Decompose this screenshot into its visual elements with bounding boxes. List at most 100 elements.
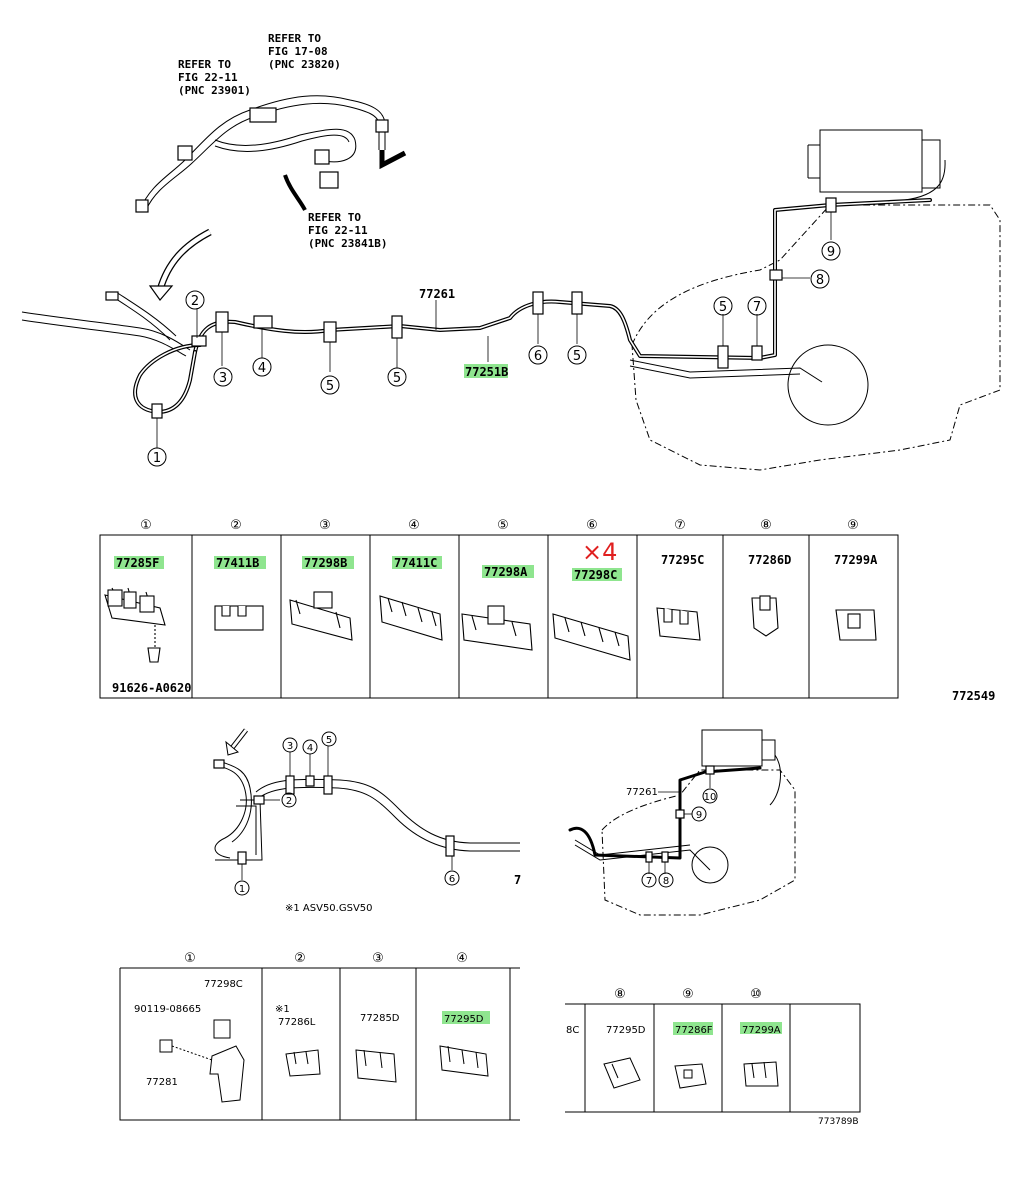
header-3: ③ xyxy=(319,518,331,533)
callout: 9 xyxy=(821,241,841,261)
header-1: ① xyxy=(184,951,196,966)
header-10: ⑩ xyxy=(750,987,762,1002)
callout: 8 xyxy=(663,876,669,887)
tube-clips xyxy=(151,197,837,419)
callout: 6 xyxy=(528,345,548,365)
variant-mark: ※1 xyxy=(275,1004,290,1015)
callout: 10 xyxy=(704,792,717,803)
ref-text: REFER TO xyxy=(268,32,321,45)
svg-text:5: 5 xyxy=(393,371,401,386)
part-77298C: 77298C xyxy=(574,568,617,582)
cut-label: 7 xyxy=(514,873,521,887)
bottom-left-diagram: 3 4 5 2 1 6 ※1 ASV50.GSV50 7 xyxy=(213,728,521,914)
header-4: ④ xyxy=(408,518,420,533)
part-77298C: 77298C xyxy=(204,979,243,990)
bottom-left-table: ① ② ③ ④ 77298C 90119-08665 77281 ※1 7728… xyxy=(119,951,520,1121)
part-77295C: 77295C xyxy=(661,553,704,567)
top-callouts: 1 2 3 4 5 5 6 5 5 7 8 9 xyxy=(147,241,841,467)
part-label-77251B: 77251B xyxy=(465,365,508,379)
bottom-right-diagram: 77261 10 9 7 8 xyxy=(568,729,796,916)
header-7: ⑦ xyxy=(674,518,686,533)
ref-fig-17-08: REFER TO FIG 17-08 (PNC 23820) xyxy=(268,32,341,71)
part-77286L: 77286L xyxy=(278,1017,316,1028)
table-headers: ① ② ③ ④ ⑤ ⑥ ⑦ ⑧ ⑨ xyxy=(140,518,859,533)
table-part-numbers: 77285F 77411B 77298B 77411C 77298A 77298… xyxy=(116,553,878,582)
callout: 4 xyxy=(307,743,313,754)
svg-text:3: 3 xyxy=(219,371,227,386)
part-77299A: 77299A xyxy=(742,1025,781,1036)
callout: 5 xyxy=(320,375,340,395)
ref-text: FIG 22-11 xyxy=(178,71,238,84)
callout: 9 xyxy=(696,810,702,821)
svg-text:9: 9 xyxy=(827,245,835,260)
callout: 1 xyxy=(147,447,167,467)
ref-text: REFER TO xyxy=(178,58,231,71)
svg-text:5: 5 xyxy=(573,349,581,364)
part-77299A: 77299A xyxy=(834,553,878,567)
header-6: ⑥ xyxy=(586,518,598,533)
tube-label-77261: 77261 xyxy=(626,787,658,798)
part-label-77261: 77261 xyxy=(419,287,455,301)
part-77286F: 77286F xyxy=(675,1025,713,1036)
part-90119-08665: 90119-08665 xyxy=(134,1004,201,1015)
figure-code-773789B: 773789B xyxy=(818,1117,859,1127)
ref-text: FIG 22-11 xyxy=(308,224,368,237)
callout: 2 xyxy=(185,290,205,310)
leaders xyxy=(156,212,832,448)
bottom-right-table: ⑧ ⑨ ⑩ 8C 77295D 77286F 77299A 773789B xyxy=(565,987,861,1127)
top-parts-table: ① ② ③ ④ ⑤ ⑥ ⑦ ⑧ ⑨ 77285F 77411B 77298B 7… xyxy=(99,518,995,703)
part-77411C: 77411C xyxy=(394,556,437,570)
svg-text:4: 4 xyxy=(258,361,266,376)
part-77295D: 77295D xyxy=(606,1025,646,1036)
bl-clip-sketches xyxy=(159,1019,489,1103)
part-77298B: 77298B xyxy=(304,556,347,570)
ref-text: (PNC 23841B) xyxy=(308,237,387,250)
callout: 3 xyxy=(287,741,293,752)
part-77285D: 77285D xyxy=(360,1013,400,1024)
bl-callouts: 3 4 5 2 1 6 xyxy=(234,731,460,896)
callout: 5 xyxy=(567,345,587,365)
callout: 5 xyxy=(387,367,407,387)
header-8: ⑧ xyxy=(760,518,772,533)
clip-sketches xyxy=(104,587,877,663)
svg-text:5: 5 xyxy=(326,379,334,394)
header-5: ⑤ xyxy=(497,518,509,533)
quantity-mark: ×4 xyxy=(582,538,617,566)
br-clip-sketches xyxy=(603,1057,779,1089)
callout: 6 xyxy=(449,874,455,885)
figure-code-772549: 772549 xyxy=(952,689,995,703)
part-77411B: 77411B xyxy=(216,556,259,570)
part-77298A: 77298A xyxy=(484,565,528,579)
part-77285F: 77285F xyxy=(116,556,159,570)
br-callouts: 10 9 7 8 xyxy=(641,788,718,888)
svg-text:5: 5 xyxy=(719,300,727,315)
part-77295D: 77295D xyxy=(444,1014,484,1025)
header-1: ① xyxy=(140,518,152,533)
callout: 5 xyxy=(326,735,332,746)
model-note: ※1 ASV50.GSV50 xyxy=(285,903,373,914)
part-77281: 77281 xyxy=(146,1077,178,1088)
header-2: ② xyxy=(230,518,242,533)
header-4: ④ xyxy=(456,951,468,966)
svg-text:6: 6 xyxy=(534,349,542,364)
ref-text: (PNC 23820) xyxy=(268,58,341,71)
top-diagram: REFER TO FIG 17-08 (PNC 23820) REFER TO … xyxy=(21,32,1001,471)
callout: 5 xyxy=(713,296,733,316)
callout: 2 xyxy=(286,796,292,807)
part-91626-A0620: 91626-A0620 xyxy=(112,681,191,695)
svg-text:1: 1 xyxy=(153,451,161,466)
callout: 7 xyxy=(646,876,652,887)
part-77286D: 77286D xyxy=(748,553,791,567)
svg-text:8: 8 xyxy=(816,273,824,288)
ref-text: REFER TO xyxy=(308,211,361,224)
header-2: ② xyxy=(294,951,306,966)
callout: 1 xyxy=(239,884,245,895)
highlight-77251B xyxy=(464,364,508,378)
header-8: ⑧ xyxy=(614,987,626,1002)
callout: 3 xyxy=(213,367,233,387)
callout: 7 xyxy=(747,296,767,316)
ref-fig-22-11-a: REFER TO FIG 22-11 (PNC 23901) xyxy=(178,58,251,97)
cut-label: 8C xyxy=(566,1025,579,1036)
svg-text:7: 7 xyxy=(753,300,761,315)
